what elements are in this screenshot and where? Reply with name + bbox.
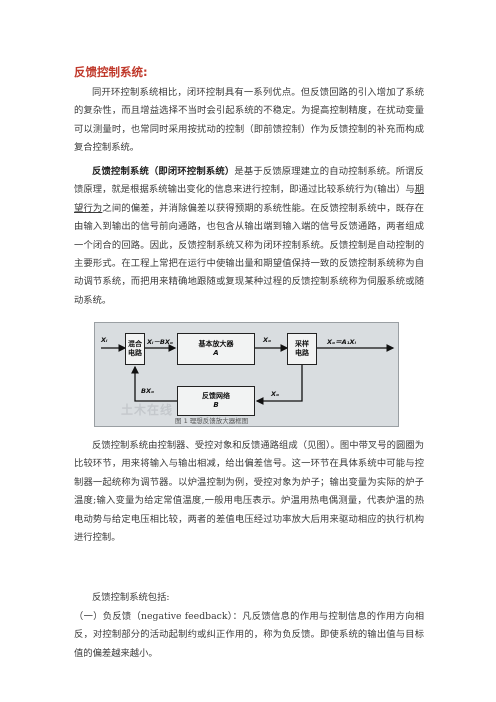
paragraph-intro: 同开环控制系统相比，闭环控制具有一系列优点。但反馈回路的引入增加了系统的复杂性，…	[74, 87, 424, 154]
output-signal-label: Xₒ＝A₁Xᵢ	[327, 338, 356, 346]
amp-output-label: Xₒ	[263, 336, 272, 344]
diagram-connectors	[101, 344, 395, 405]
watermark: 土木在线	[121, 403, 174, 417]
feedback-to-mix-arrow	[131, 365, 177, 402]
sum-signal-label: Xᵢ－BXₒ	[147, 338, 174, 346]
feedback-network-block: 反馈网络 B	[177, 386, 255, 416]
sampled-signal-label: Xₒ	[271, 390, 280, 398]
basic-amplifier-block: 基本放大器 A	[177, 333, 255, 365]
paragraph-negative-feedback: （一）负反馈（negative feedback）：凡反馈信息的作用与控制信息的…	[74, 611, 424, 659]
input-signal-label: Xᵢ	[101, 336, 108, 344]
sampling-circuit-block: 采样 电路	[287, 333, 317, 365]
paragraph-components: 反馈控制系统由控制器、受控对象和反馈通路组成（见图）。图中带叉号的圆圈为比较环节…	[74, 440, 424, 544]
mix-circuit-block: 混合 电路	[125, 333, 145, 365]
feedback-signal-label: BXₒ	[141, 387, 155, 395]
block-diagram-figure: 混合 电路 基本放大器 A 采样 电路 反馈网络 B Xᵢ Xᵢ－BXₒ Xₒ …	[94, 322, 399, 427]
definition-text-a: 是基于反馈原理建立的自动控制系统。所谓反馈原理，就是根据系统输出变化的信息来进行…	[74, 166, 424, 196]
definition-text-b: 之间的偏差，并消除偏差以获得预期的系统性能。在反馈控制系统中，既存在由输入到输出…	[74, 202, 424, 306]
section-title: 反馈控制系统:	[74, 65, 148, 79]
sample-to-feedback-arrow	[255, 363, 303, 405]
figure-caption: 图 1 理想反馈放大器框图	[175, 417, 249, 425]
paragraph-list-intro: 反馈控制系统包括:	[92, 592, 170, 603]
underlined-term: 期望行为	[74, 184, 424, 214]
paragraph-definition: 反馈控制系统（即闭环控制系统）是基于反馈原理建立的自动控制系统。所谓反馈原理，就…	[74, 163, 424, 310]
term-feedback-control-system: 反馈控制系统（即闭环控制系统）	[92, 166, 235, 177]
